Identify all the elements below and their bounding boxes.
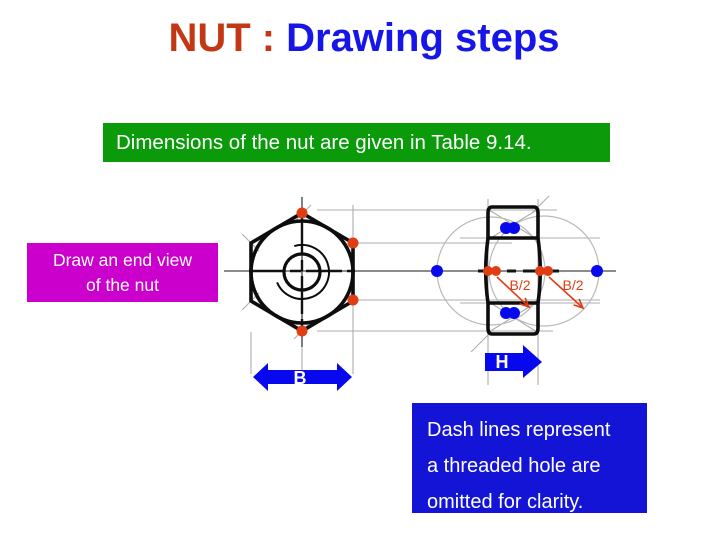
title-drawing-steps: Drawing steps [286, 16, 560, 60]
end-view-callout-line1: Draw an end view [52, 250, 193, 270]
banner-text: Dimensions of the nut are given in Table… [116, 131, 532, 154]
radius-label-right: B/2 [562, 277, 583, 293]
dash-lines-callout: Dash lines represent a threaded hole are… [412, 403, 647, 513]
dash-lines-callout-line2: a threaded hole are [427, 455, 601, 477]
hole-circle [282, 252, 322, 292]
height-h-arrow [485, 345, 542, 378]
radius-label-left: B/2 [509, 277, 530, 293]
inscribed-circle [249, 219, 355, 325]
side-view-outline [483, 205, 543, 336]
thread-arc [276, 243, 330, 300]
page-title: NUT :Drawing steps [0, 16, 728, 61]
width-b-arrow [253, 363, 352, 391]
radius-annotations: B/2 B/2 [496, 276, 585, 310]
table-reference-banner: Dimensions of the nut are given in Table… [103, 123, 610, 162]
red-key-points [296, 207, 553, 337]
dash-lines-callout-line1: Dash lines represent [427, 419, 611, 441]
width-b-label: B [294, 368, 307, 388]
end-view-callout: Draw an end view of the nut [27, 243, 218, 302]
end-view-callout-line2: of the nut [86, 275, 159, 295]
blue-key-points [431, 222, 603, 319]
title-nut: NUT : [168, 16, 276, 60]
dash-lines-callout-line3: omitted for clarity. [427, 491, 584, 513]
height-h-label: H [496, 352, 509, 372]
dimension-arrows: B H [253, 345, 542, 391]
